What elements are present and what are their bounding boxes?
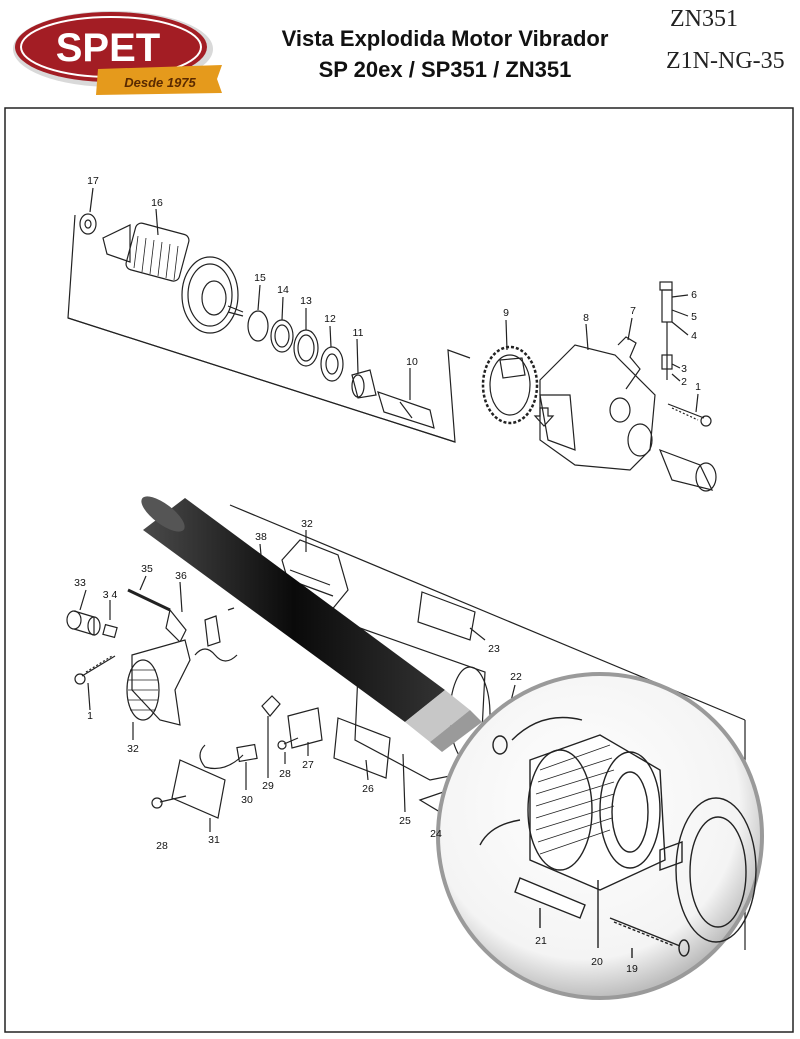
- gear-housing-8: [533, 344, 656, 471]
- cover-31: [171, 759, 226, 819]
- gear-9: [481, 345, 539, 425]
- bearing-12: [320, 346, 344, 382]
- plate-26: [333, 717, 391, 779]
- switch-30: [236, 743, 258, 763]
- part-number-p10: 10: [406, 356, 418, 368]
- part-number-p20: 20: [591, 956, 603, 968]
- part-number-p1a: 1: [695, 381, 701, 393]
- washer-17: [79, 213, 97, 235]
- part-number-p27: 27: [302, 759, 314, 771]
- screw-28-small: [277, 737, 299, 750]
- part-number-p3: 3: [681, 363, 687, 375]
- part-number-p31: 31: [208, 834, 220, 846]
- part-number-p21: 21: [535, 935, 547, 947]
- part-number-p28a: 28: [279, 768, 291, 780]
- plate-23: [417, 591, 476, 641]
- part-number-p19: 19: [626, 963, 638, 975]
- part-number-p9: 9: [503, 307, 509, 319]
- part-number-p32a: 32: [301, 518, 313, 530]
- part-number-p15: 15: [254, 272, 266, 284]
- coupling-sleeve: [658, 448, 717, 492]
- pin-34: [102, 623, 118, 639]
- field-coil-20: [479, 734, 666, 891]
- part-number-p29: 29: [262, 780, 274, 792]
- part-number-p25: 25: [399, 815, 411, 827]
- part-number-p1b: 1: [87, 710, 93, 722]
- part-number-p16: 16: [151, 197, 163, 209]
- wire-30: [199, 744, 244, 770]
- model-code: ZN351: [670, 6, 738, 32]
- part-number-p8: 8: [583, 312, 589, 324]
- logo-tagline: Desde 1975: [124, 75, 196, 90]
- clamp-36: [204, 615, 221, 647]
- bushing-11: [351, 369, 377, 399]
- screw-28: [151, 795, 187, 809]
- brush-spring-29: [261, 695, 281, 717]
- part-number-p35: 35: [141, 563, 153, 575]
- part-number-p23: 23: [488, 643, 500, 655]
- end-cap-32: [126, 639, 191, 726]
- magnifier-lens: [436, 672, 764, 1000]
- part-number-p28b: 28: [156, 840, 168, 852]
- diagram-frame: [4, 107, 794, 1033]
- ring-22: [492, 735, 508, 755]
- ring-15: [247, 310, 269, 342]
- part-number-p5: 5: [691, 311, 697, 323]
- logo-text: SPET: [56, 26, 160, 70]
- screw-1-bottom: [74, 655, 116, 685]
- spet-logo: SPET Desde 1975: [13, 11, 222, 95]
- part-number-p6: 6: [691, 289, 697, 301]
- part-number-p30: 30: [241, 794, 253, 806]
- shaft-10: [377, 391, 435, 429]
- clip-7: [617, 336, 641, 390]
- title-line-1: Vista Explodida Motor Vibrador: [281, 26, 609, 51]
- spindle-assembly: [659, 281, 673, 380]
- screw-19: [609, 917, 690, 957]
- magnifier-handle: [141, 496, 482, 752]
- bushing-33: [66, 610, 101, 636]
- diagram-code: Z1N-NG-35: [666, 48, 785, 74]
- end-bell: [659, 797, 757, 943]
- title-line-2: SP 20ex / SP351 / ZN351: [318, 57, 572, 82]
- part-number-p33: 33: [74, 577, 86, 589]
- part-number-p7: 7: [630, 305, 636, 317]
- part-number-p36: 36: [175, 570, 187, 582]
- part-number-p2: 2: [681, 376, 687, 388]
- part-number-p34: 3 4: [103, 589, 118, 601]
- armature-16: [102, 222, 244, 334]
- part-number-p14: 14: [277, 284, 289, 296]
- part-number-p13: 13: [300, 295, 312, 307]
- part-number-p32b: 32: [127, 743, 139, 755]
- part-number-p4: 4: [691, 330, 697, 342]
- part-number-p12: 12: [324, 313, 336, 325]
- part-number-p11: 11: [353, 327, 364, 339]
- part-number-p38: 38: [255, 531, 267, 543]
- bracket-21: [514, 877, 586, 919]
- cable-35: [127, 588, 171, 612]
- part-number-p26: 26: [362, 783, 374, 795]
- part-number-p17: 17: [87, 175, 99, 187]
- screw-1-top: [667, 403, 712, 427]
- brush-holder-27: [287, 707, 323, 749]
- part-number-p24: 24: [430, 828, 442, 840]
- part-number-p22: 22: [510, 671, 522, 683]
